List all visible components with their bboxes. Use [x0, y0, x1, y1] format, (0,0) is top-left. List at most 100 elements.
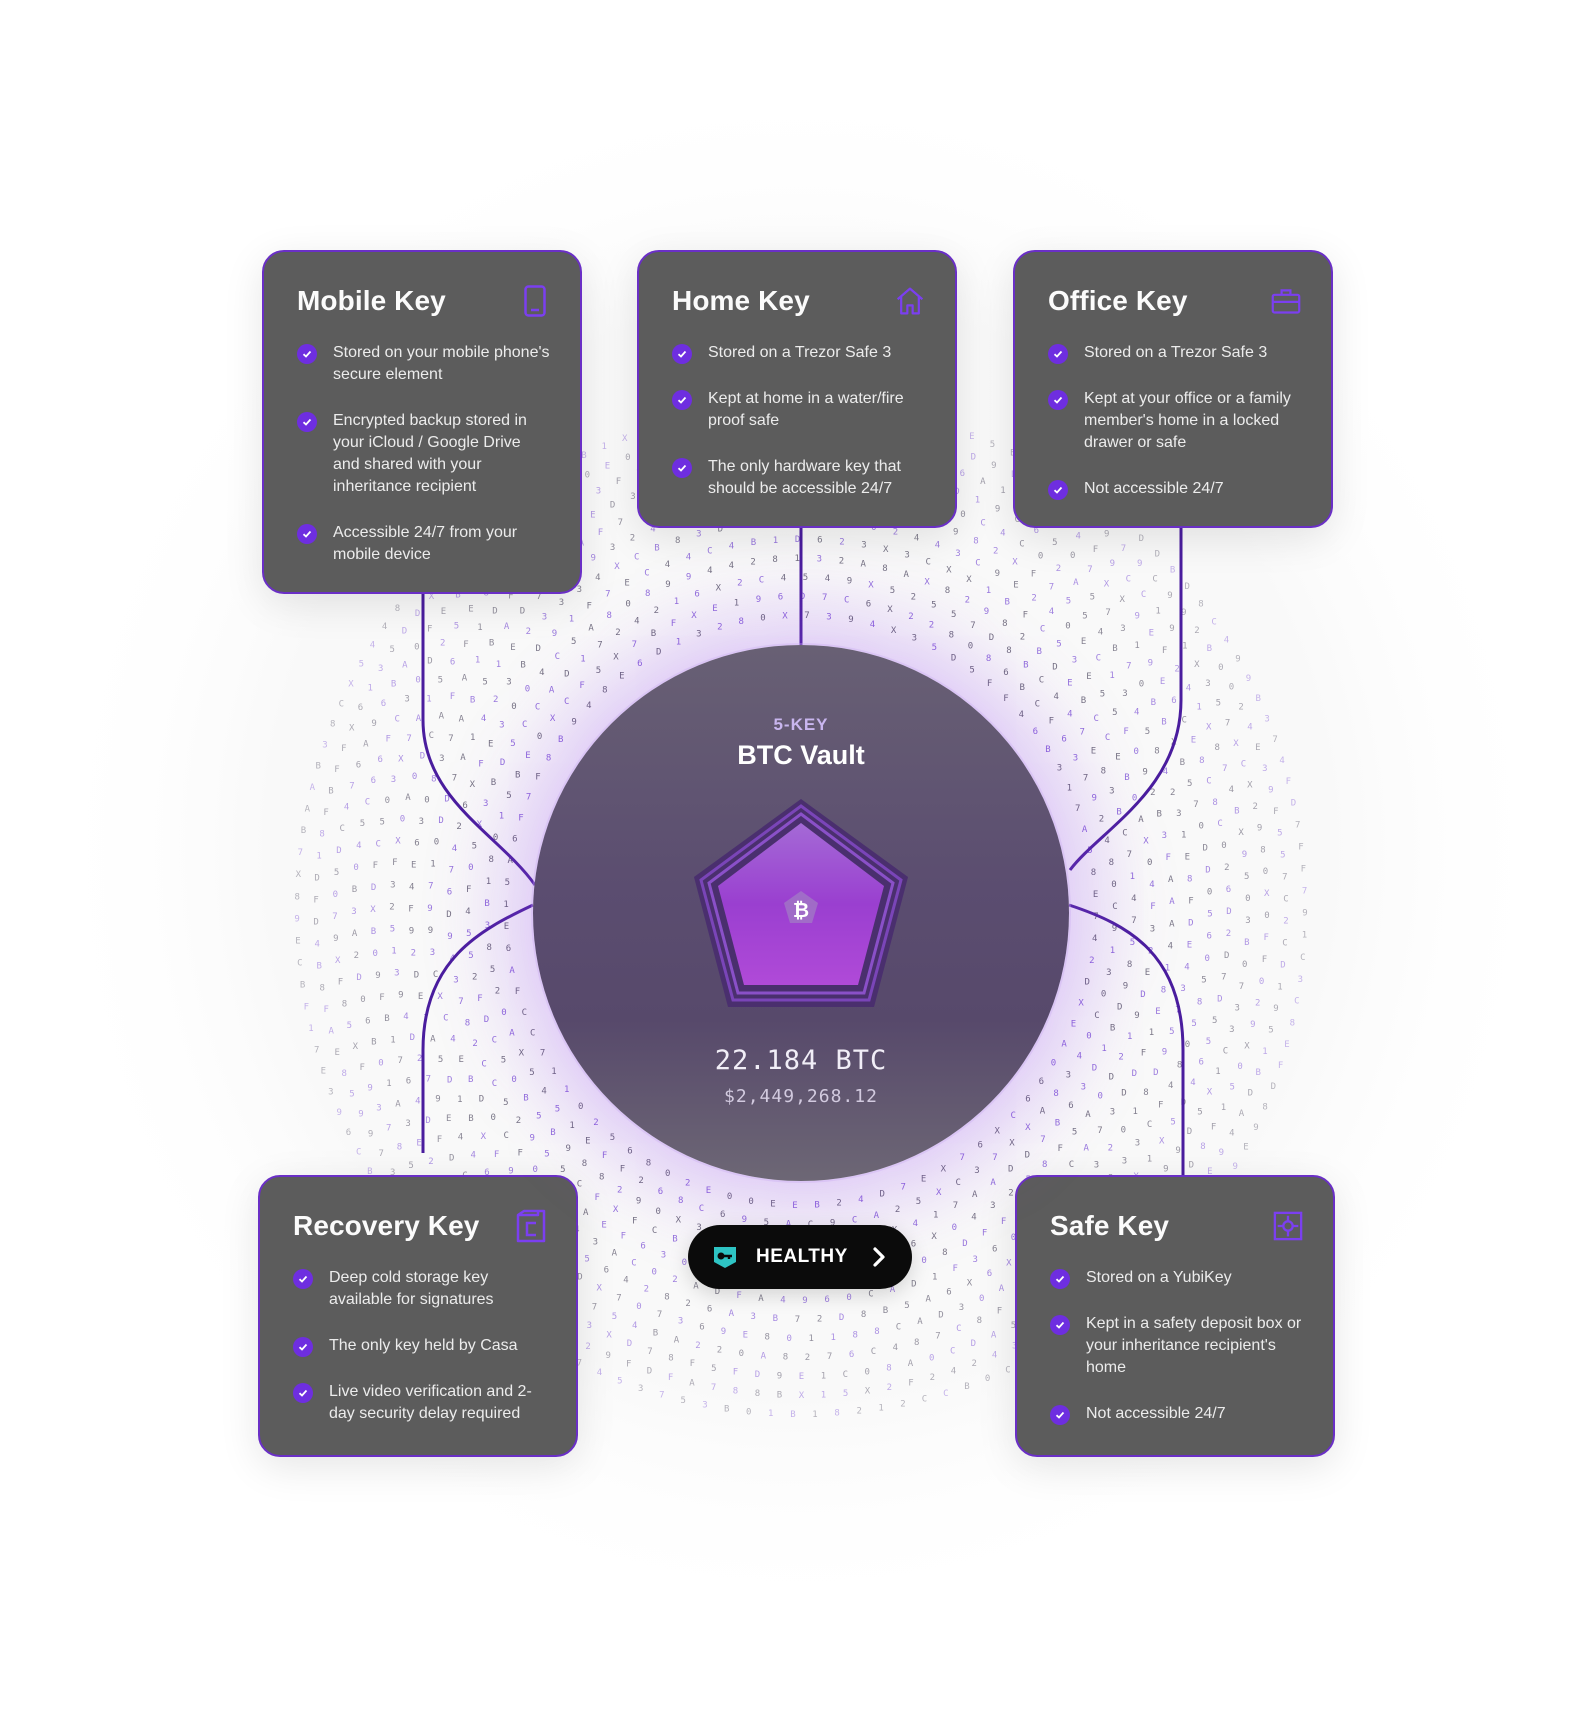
hex-char: 2	[887, 1383, 892, 1393]
hex-char: B	[581, 451, 586, 461]
hex-char: 1	[975, 495, 980, 505]
hex-char: E	[468, 605, 473, 615]
list-item: Deep cold storage key available for sign…	[293, 1267, 546, 1311]
key-health-icon	[710, 1244, 740, 1270]
hex-char: 0	[378, 1059, 383, 1069]
key-card-office[interactable]: Office Key Stored on a Trezor Safe 3 Kep…	[1013, 250, 1333, 528]
hex-char: E	[605, 461, 610, 471]
hex-char: B	[391, 680, 396, 690]
hex-char: D	[911, 1279, 916, 1289]
hex-char: 1	[821, 1391, 826, 1401]
hex-char: 0	[585, 471, 590, 481]
hex-char: 0	[651, 1267, 656, 1277]
key-card-mobile[interactable]: Mobile Key Stored on your mobile phone's…	[262, 250, 582, 594]
hex-char: 8	[1177, 1061, 1182, 1071]
hex-char: 1	[477, 623, 482, 633]
hex-char: 5	[1197, 1108, 1202, 1118]
hex-char: 7	[314, 1046, 319, 1056]
hex-char: 7	[298, 848, 303, 858]
hex-char: 3	[959, 1303, 964, 1313]
hex-char: X	[429, 592, 435, 602]
hex-char: 6	[1034, 526, 1039, 536]
hex-char: 2	[1170, 788, 1175, 798]
hex-char: 1	[1262, 1047, 1267, 1057]
home-icon	[895, 284, 925, 318]
hex-char: 4	[595, 573, 600, 583]
hex-char: 1	[475, 656, 480, 666]
item-text: The only key held by Casa	[329, 1337, 518, 1354]
hex-char: 1	[808, 1334, 813, 1344]
hex-char: 8	[755, 1389, 760, 1399]
hex-char: 9	[995, 505, 1000, 515]
hex-char: 4	[780, 1296, 785, 1306]
hex-char: F	[1301, 864, 1306, 874]
hex-char: F	[1211, 1123, 1216, 1133]
hex-char: 5	[360, 819, 365, 829]
key-title: Home Key	[672, 285, 810, 316]
key-card-safe[interactable]: Safe Key Stored on a YubiKey Kept in a s…	[1015, 1175, 1335, 1457]
hex-char: E	[1149, 628, 1154, 638]
hex-char: 4	[1190, 1078, 1195, 1088]
hex-char: A	[674, 1335, 680, 1345]
casa-key-icon	[516, 1209, 546, 1243]
hex-char: F	[1093, 545, 1098, 555]
key-card-recovery[interactable]: Recovery Key Deep cold storage key avail…	[258, 1175, 578, 1457]
hex-char: F	[313, 895, 318, 905]
hex-char: B	[964, 1382, 969, 1392]
health-status-button[interactable]: HEALTHY	[688, 1225, 912, 1289]
hex-char: A	[693, 1282, 699, 1292]
hex-char: 8	[664, 1292, 669, 1302]
hex-char: D	[755, 1370, 760, 1380]
hex-char: 1	[1181, 831, 1186, 841]
hex-char: F	[508, 591, 513, 601]
hex-char: C	[1283, 895, 1288, 905]
hex-char: E	[1010, 449, 1015, 459]
hex-char: 0	[333, 890, 338, 900]
hex-char: 2	[1255, 999, 1260, 1009]
hex-char: 8	[319, 830, 324, 840]
hex-char: C	[429, 731, 434, 741]
hex-char: 5	[1206, 1037, 1211, 1047]
hex-char: X	[296, 870, 302, 880]
key-card-home[interactable]: Home Key Stored on a Trezor Safe 3 Kept …	[637, 250, 957, 528]
hex-char: 0	[985, 1374, 990, 1384]
vault-circle[interactable]: 5-KEY BTC Vault ₿ 22.184 BTC $2,449,268.…	[533, 645, 1069, 1181]
hex-char: C	[707, 546, 712, 556]
hex-char: 7	[592, 1302, 597, 1312]
hex-char: X	[967, 1279, 973, 1289]
hex-char: B	[1156, 809, 1161, 819]
hex-char: D	[313, 918, 318, 928]
hex-char: X	[395, 836, 401, 846]
hex-char: 9	[1110, 559, 1115, 569]
hex-char: E	[510, 643, 515, 653]
hex-char: 1	[430, 860, 435, 870]
hex-char: 8	[1260, 845, 1265, 855]
hex-char: 7	[1126, 661, 1131, 671]
hex-char: X	[1194, 660, 1200, 670]
hex-char: 0	[1264, 911, 1269, 921]
hex-char: 1	[457, 1095, 462, 1105]
hex-char: D	[627, 1339, 632, 1349]
hex-char: B	[352, 885, 357, 895]
list-item: The only key held by Casa	[293, 1335, 546, 1357]
hex-char: B	[520, 660, 525, 670]
hex-char: 6	[414, 839, 419, 849]
hex-char: D	[415, 609, 420, 619]
hex-char: C	[339, 824, 344, 834]
hex-char: 3	[378, 664, 383, 674]
hex-char: 3	[506, 677, 511, 687]
vault-subtitle: 5-KEY	[773, 715, 829, 734]
hex-char: 7	[1121, 544, 1126, 554]
hex-char: 2	[685, 1299, 690, 1309]
hex-char: A	[305, 804, 311, 814]
hex-char: F	[626, 1359, 631, 1369]
hex-char: X	[370, 905, 376, 915]
hex-char: 3	[1234, 1004, 1239, 1014]
hex-char: D	[610, 501, 615, 511]
hex-char: 4	[403, 1012, 408, 1022]
hex-char: B	[384, 1014, 389, 1024]
hex-char: 3	[405, 1119, 410, 1129]
hex-char: 3	[678, 1317, 683, 1327]
hex-char: 4	[1049, 607, 1054, 617]
hex-char: 0	[1259, 977, 1264, 987]
